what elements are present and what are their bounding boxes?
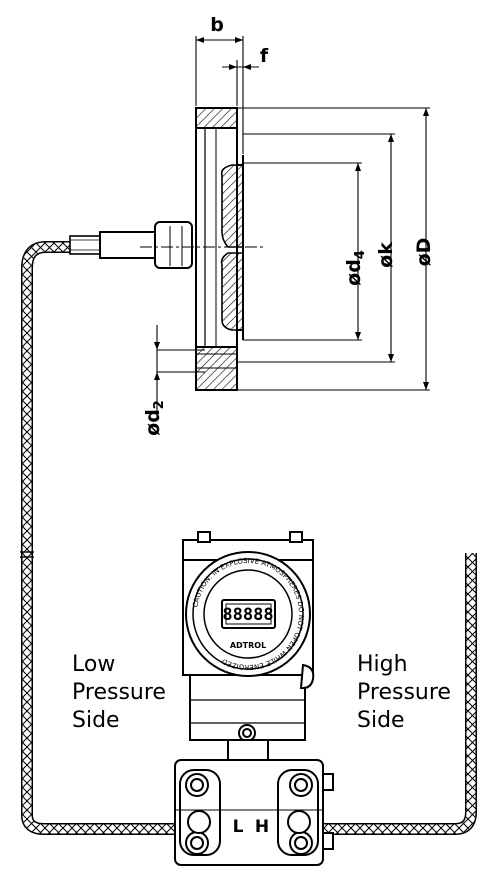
- dim-d2-label: ød2: [142, 400, 167, 436]
- brand-logo-text: ADTROL: [230, 641, 266, 650]
- svg-text:ød4: ød4: [343, 250, 368, 286]
- dimension-lines: [156, 36, 430, 420]
- transmitter: [174, 531, 334, 866]
- svg-text:øk: øk: [375, 242, 397, 268]
- low-side-line3: Side: [72, 708, 120, 733]
- svg-text:øD: øD: [413, 238, 435, 267]
- dimension-arrows: [154, 37, 429, 390]
- high-side-line2: Pressure: [357, 680, 451, 705]
- high-side-line3: Side: [357, 708, 405, 733]
- svg-text:ød2: ød2: [142, 400, 167, 436]
- low-side-line2: Pressure: [72, 680, 166, 705]
- dim-k-label: øk: [375, 242, 397, 268]
- low-side-line1: Low: [72, 652, 115, 677]
- left-capillary: [20, 241, 190, 835]
- dim-f-label: f: [260, 45, 269, 67]
- right-capillary: [305, 553, 477, 835]
- dim-D-label: øD: [413, 238, 435, 267]
- diaphragm-seal: [69, 107, 265, 391]
- port-high-label: H: [255, 817, 269, 837]
- lcd-display-value: 88888: [222, 605, 273, 625]
- high-side-line1: High: [357, 652, 408, 677]
- port-low-label: L: [233, 817, 244, 837]
- dim-b-label: b: [210, 14, 224, 36]
- dim-d4-label: ød4: [343, 250, 368, 286]
